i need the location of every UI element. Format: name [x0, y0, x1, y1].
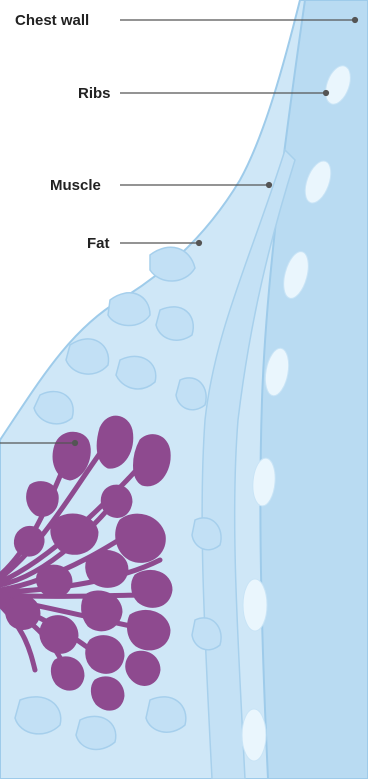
label-fat: Fat — [87, 235, 110, 252]
label-muscle: Muscle — [50, 177, 101, 194]
label-ribs: Ribs — [78, 85, 111, 102]
label-chest-wall: Chest wall — [15, 12, 89, 29]
